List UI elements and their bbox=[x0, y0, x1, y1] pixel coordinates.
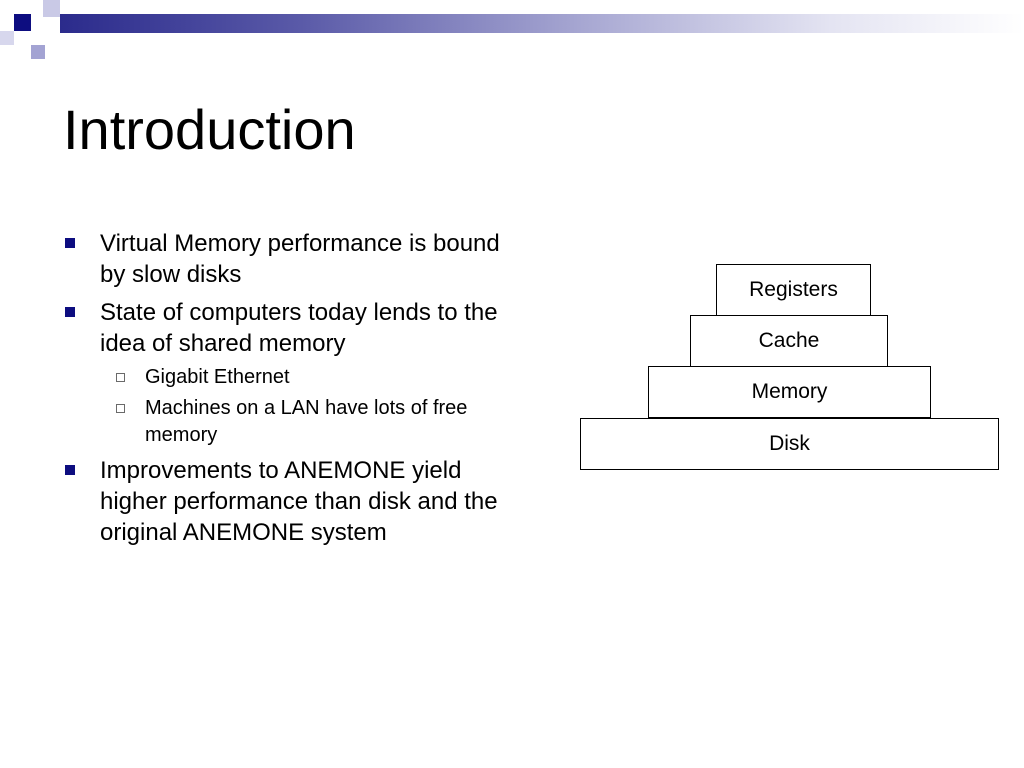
header-gradient-bar bbox=[60, 14, 1024, 33]
square-bullet-icon bbox=[65, 465, 75, 475]
decor-square bbox=[14, 31, 31, 45]
hierarchy-level-disk: Disk bbox=[580, 418, 999, 470]
bullet-item: State of computers today lends to the id… bbox=[60, 297, 500, 359]
hierarchy-level-memory: Memory bbox=[648, 366, 931, 418]
sub-bullet-item: Gigabit Ethernet bbox=[60, 364, 500, 391]
square-bullet-icon bbox=[65, 307, 75, 317]
decor-square bbox=[43, 0, 60, 17]
bullet-list: Virtual Memory performance is bound by s… bbox=[60, 228, 500, 555]
sub-bullet-text: Machines on a LAN have lots of free memo… bbox=[145, 397, 468, 446]
hierarchy-level-cache: Cache bbox=[690, 315, 888, 367]
bullet-text: State of computers today lends to the id… bbox=[100, 299, 498, 357]
bullet-item: Virtual Memory performance is bound by s… bbox=[60, 228, 500, 290]
hollow-square-bullet-icon bbox=[116, 404, 125, 413]
decor-square bbox=[14, 14, 31, 31]
sub-bullet-text: Gigabit Ethernet bbox=[145, 366, 290, 388]
square-bullet-icon bbox=[65, 238, 75, 248]
bullet-text: Improvements to ANEMONE yield higher per… bbox=[100, 457, 498, 546]
sub-bullet-item: Machines on a LAN have lots of free memo… bbox=[60, 395, 500, 449]
decor-square bbox=[0, 31, 14, 45]
hierarchy-level-registers: Registers bbox=[716, 264, 871, 316]
hollow-square-bullet-icon bbox=[116, 373, 125, 382]
decor-square bbox=[31, 45, 45, 59]
bullet-text: Virtual Memory performance is bound by s… bbox=[100, 230, 500, 288]
decor-square bbox=[31, 33, 43, 45]
decor-square bbox=[31, 14, 43, 33]
bullet-item: Improvements to ANEMONE yield higher per… bbox=[60, 455, 500, 548]
slide-title: Introduction bbox=[63, 98, 356, 161]
